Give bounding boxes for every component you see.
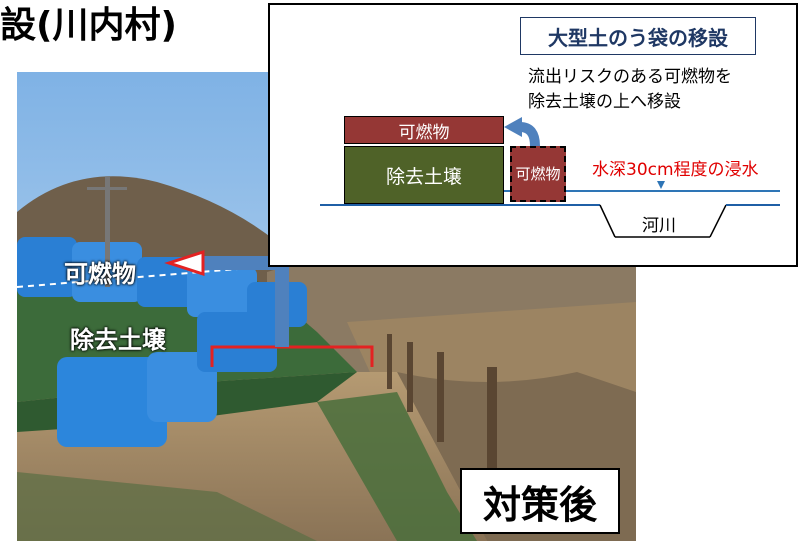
diagram-title: 大型土のう袋の移設 [520, 17, 756, 55]
photo-label-removed-soil: 除去土壌 [70, 326, 166, 354]
description-line-1: 流出リスクのある可燃物を [528, 67, 732, 87]
diagram-description: 流出リスクのある可燃物を 除去土壌の上へ移設 [528, 65, 732, 115]
water-depth-note: 水深30cm程度の浸水 [592, 160, 759, 180]
photo-label-combustibles: 可燃物 [64, 260, 136, 288]
diagram-panel: 大型土のう袋の移設 流出リスクのある可燃物を 除去土壌の上へ移設 可燃物 除去土… [268, 3, 798, 267]
river-label: 河川 [642, 216, 676, 236]
page-title: 設(川内村) [0, 5, 177, 46]
removed-soil-box: 除去土壌 [344, 146, 504, 204]
description-line-2: 除去土壌の上へ移設 [528, 92, 681, 112]
combustibles-box: 可燃物 [344, 116, 504, 144]
combustibles-original-box: 可燃物 [510, 146, 566, 202]
after-countermeasure-label: 対策後 [460, 468, 620, 534]
